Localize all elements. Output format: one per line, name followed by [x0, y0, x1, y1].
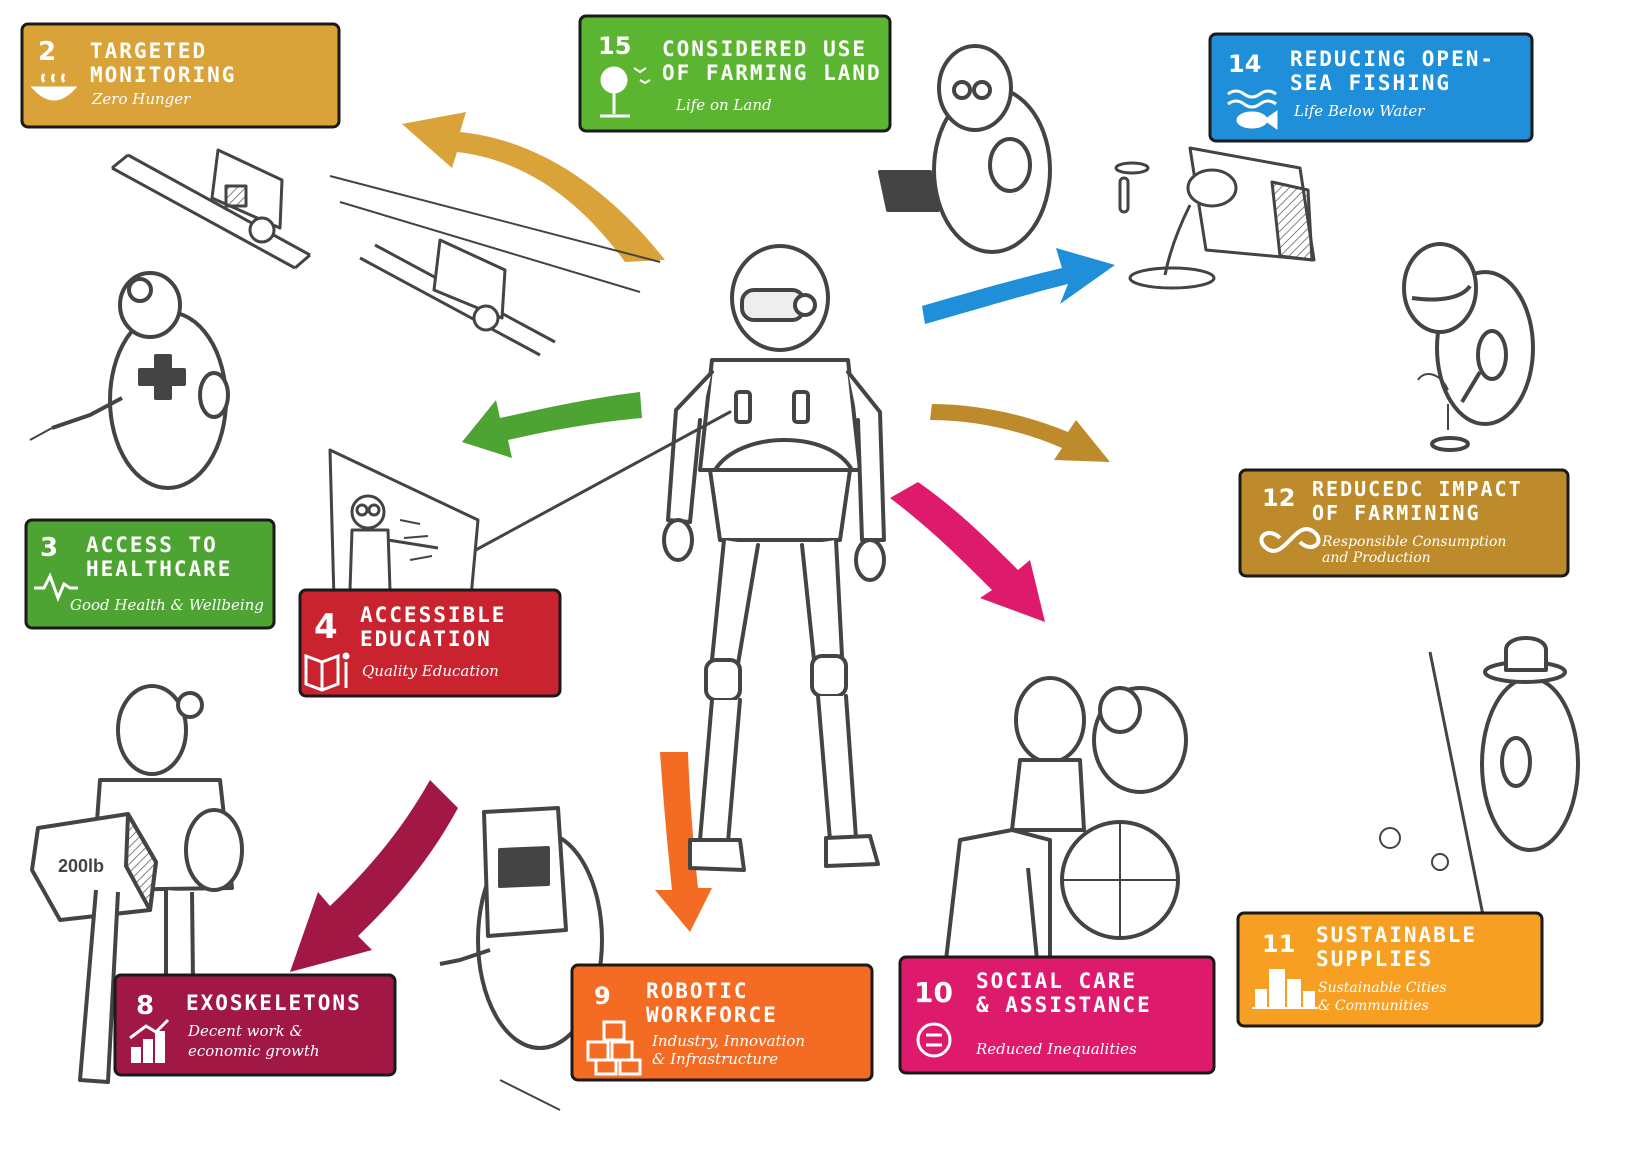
infinity-icon [1259, 527, 1321, 553]
goal-8-number: 8 [136, 991, 154, 1021]
goal-card-14-bg [1208, 32, 1534, 143]
goal-card-8: 8 EXOSKELETONS Decent work & economic gr… [113, 973, 397, 1077]
goal-8-title: EXOSKELETONS [186, 991, 362, 1015]
central-robot [470, 244, 886, 872]
goal-10-title-line1: SOCIAL CARE [976, 969, 1137, 993]
tree-bird-icon [600, 66, 651, 118]
goal-14-title-line2: SEA FISHING [1290, 71, 1451, 95]
goal-card-3-bg [24, 518, 276, 630]
goal-3-title-line1: ACCESS TO [86, 533, 218, 557]
goal-11-subtitle-line2: & Communities [1318, 998, 1429, 1014]
book-icon [304, 652, 350, 692]
goal-11-subtitle-line1: Sustainable Cities [1318, 980, 1447, 996]
goal-4-subtitle: Quality Education [362, 662, 499, 680]
equality-icon [916, 1022, 952, 1058]
goal-12-subtitle-line1: Responsible Consumption [1321, 534, 1506, 550]
arrow-to-goal-4 [462, 392, 642, 458]
arrow-to-goal-10 [890, 482, 1045, 622]
goal-9-subtitle-line2: & Infrastructure [652, 1050, 778, 1068]
goal-9-subtitle-line1: Industry, Innovation [651, 1032, 805, 1050]
goal-9-title-line2: WORKFORCE [646, 1003, 778, 1027]
goal-card-4-bg [298, 588, 562, 698]
sketch-teacher-board [328, 448, 480, 610]
soup-bowl-icon [30, 73, 78, 101]
goal-3-number: 3 [40, 533, 58, 563]
goal-2-title-line1: TARGETED [90, 39, 207, 63]
heartbeat-icon [34, 572, 78, 603]
goal-10-title-line2: & ASSISTANCE [976, 993, 1152, 1017]
goal-card-15-bg [578, 14, 892, 133]
goal-14-title-line1: REDUCING OPEN- [1290, 47, 1495, 71]
box-weight-label: 200lb [58, 856, 104, 876]
sketch-harvester-fields [111, 148, 661, 357]
goal-card-12: 12 REDUCEDC IMPACT OF FARMINING Responsi… [1238, 468, 1570, 578]
goal-3-subtitle: Good Health & Wellbeing [70, 596, 264, 614]
arrow-to-goal-8 [290, 780, 458, 972]
goal-12-title-line1: REDUCEDC IMPACT [1312, 477, 1523, 501]
sketch-planting-robot [1402, 242, 1535, 452]
goal-12-title-line2: OF FARMINING [1312, 501, 1481, 525]
goal-9-title-line1: ROBOTIC [646, 979, 749, 1003]
goal-card-15: 15 CONSIDERED USE OF FARMING LAND Life o… [578, 14, 892, 133]
goal-4-title-line2: EDUCATION [360, 627, 492, 651]
goal-15-title-line2: OF FARMING LAND [662, 61, 882, 85]
goal-card-14: 14 REDUCING OPEN- SEA FISHING Life Below… [1208, 32, 1534, 143]
goal-card-4: 4 ACCESSIBLE EDUCATION Quality Education [298, 588, 562, 698]
goal-card-3: 3 ACCESS TO HEALTHCARE Good Health & Wel… [24, 518, 276, 630]
arrow-to-goal-2 [402, 112, 665, 262]
sketch-tablet-robot [878, 44, 1052, 254]
goal-12-number: 12 [1262, 484, 1295, 512]
goal-card-10: 10 SOCIAL CARE & ASSISTANCE Reduced Ineq… [898, 955, 1216, 1075]
goal-11-title-line2: SUPPLIES [1316, 947, 1433, 971]
goal-card-9-bg [570, 963, 874, 1082]
goal-3-title-line2: HEALTHCARE [86, 557, 232, 581]
sketch-fishing-net [1114, 146, 1316, 290]
goal-2-number: 2 [38, 37, 56, 67]
goal-15-number: 15 [598, 32, 631, 60]
goal-card-9: 9 ROBOTIC WORKFORCE Industry, Innovation… [570, 963, 874, 1082]
arrow-to-goal-9 [655, 752, 712, 932]
goal-14-subtitle: Life Below Water [1293, 102, 1425, 120]
cubes-icon [586, 1020, 642, 1076]
goal-card-12-bg [1238, 468, 1570, 578]
goal-15-title-line1: CONSIDERED USE [662, 37, 867, 61]
goal-card-10-bg [898, 955, 1216, 1075]
goal-8-subtitle-line2: economic growth [188, 1042, 320, 1060]
fish-wave-icon [1227, 89, 1278, 130]
goal-11-number: 11 [1262, 930, 1295, 958]
sketch-doctor-robot [29, 271, 230, 490]
goal-card-11: 11 SUSTAINABLE SUPPLIES Sustainable Citi… [1236, 911, 1544, 1028]
goal-15-subtitle: Life on Land [675, 96, 772, 114]
goal-10-number: 10 [914, 976, 953, 1009]
goal-10-subtitle: Reduced Inequalities [975, 1040, 1137, 1058]
goal-14-number: 14 [1228, 50, 1261, 78]
goal-card-8-bg [113, 973, 397, 1077]
goal-8-subtitle-line1: Decent work & [187, 1022, 303, 1040]
goal-9-number: 9 [594, 982, 611, 1010]
city-buildings-icon [1252, 969, 1318, 1009]
arrows [290, 112, 1115, 972]
goal-11-title-line1: SUSTAINABLE [1316, 923, 1477, 947]
sketch-wheelchair-care [944, 676, 1188, 991]
goal-4-number: 4 [314, 607, 338, 647]
growth-chart-icon [129, 1018, 170, 1063]
arrow-to-goal-12 [930, 404, 1110, 462]
goal-card-2-bg [20, 22, 341, 129]
goal-card-2: 2 TARGETED MONITORING Zero Hunger [20, 22, 341, 129]
goal-2-subtitle: Zero Hunger [91, 90, 191, 108]
arrow-to-goal-14 [922, 248, 1115, 324]
goal-2-title-line2: MONITORING [90, 63, 236, 87]
goal-12-subtitle-line2: and Production [1322, 550, 1431, 566]
goal-4-title-line1: ACCESSIBLE [360, 603, 506, 627]
